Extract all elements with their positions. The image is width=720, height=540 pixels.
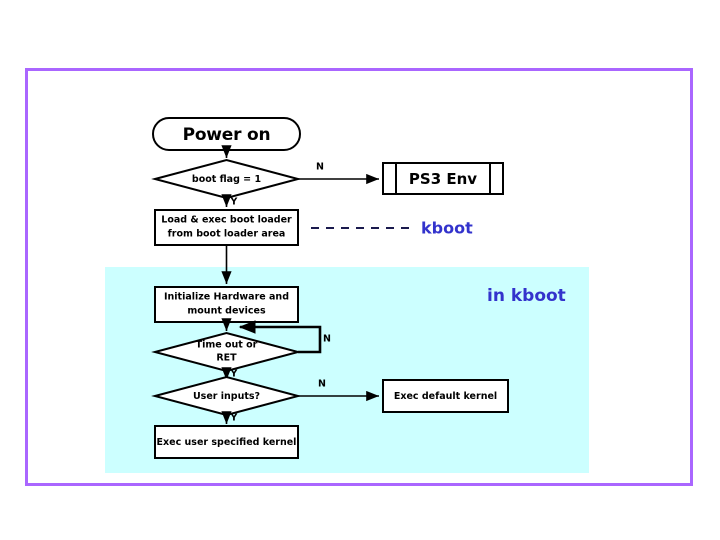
boot-flag-label: boot flag = 1 [192, 174, 261, 185]
edge-label-userinputs-yes: Y [230, 413, 238, 424]
node-load-boot-loader[interactable]: Load & exec boot loader from boot loader… [154, 209, 299, 246]
edge-label-timeout-no: N [323, 334, 331, 345]
ps3-env-label: PS3 Env [409, 170, 477, 188]
timeout-ret-label-line2: RET [216, 353, 237, 364]
init-hardware-label-line2: mount devices [187, 306, 266, 317]
user-inputs-label: User inputs? [193, 391, 260, 402]
kboot-callout-label: kboot [421, 219, 473, 238]
edge-label-bootflag-yes: Y [230, 197, 238, 208]
exec-default-kernel-label: Exec default kernel [394, 391, 497, 402]
load-boot-loader-label-line1: Load & exec boot loader [161, 215, 292, 226]
load-boot-loader-label-line2: from boot loader area [168, 229, 286, 240]
edge-label-userinputs-no: N [318, 379, 326, 390]
init-hardware-label-line1: Initialize Hardware and [164, 292, 289, 303]
slide-border-frame [25, 68, 693, 486]
in-kboot-region-label: in kboot [487, 286, 566, 306]
timeout-ret-label-line1: Time out or [196, 340, 258, 351]
node-user-inputs[interactable]: User inputs? [151, 375, 302, 417]
node-exec-default-kernel[interactable]: Exec default kernel [382, 379, 509, 413]
edge-label-timeout-yes: Y [230, 369, 238, 380]
node-power-on[interactable]: Power on [152, 117, 301, 151]
exec-default-kernel-shape [382, 379, 509, 413]
exec-user-kernel-shape [154, 425, 299, 459]
connector-timeout-no-loopback [238, 320, 322, 354]
exec-user-kernel-label: Exec user specified kernel [157, 437, 297, 448]
ps3-env-shape [382, 162, 504, 195]
edge-label-bootflag-no: N [316, 162, 324, 173]
power-on-label: Power on [183, 125, 271, 145]
load-boot-loader-shape [154, 209, 299, 246]
node-init-hardware[interactable]: Initialize Hardware and mount devices [154, 286, 299, 323]
node-ps3-env[interactable]: PS3 Env [382, 162, 504, 195]
node-boot-flag[interactable]: boot flag = 1 [151, 158, 302, 200]
node-timeout-ret[interactable]: Time out or RET [151, 331, 302, 373]
node-exec-user-kernel[interactable]: Exec user specified kernel [154, 425, 299, 459]
